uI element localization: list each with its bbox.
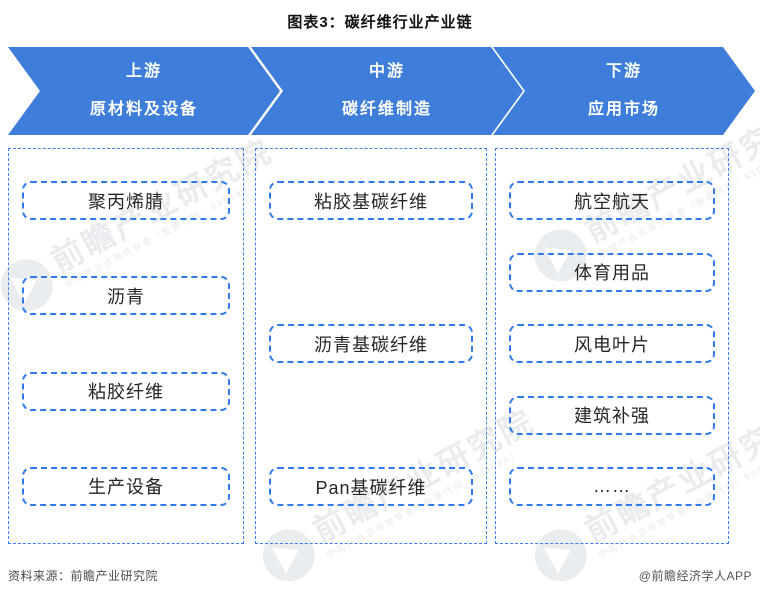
- stage-arrow-upstream: 上游 原材料及设备: [8, 47, 280, 135]
- chain-item-box: Pan基碳纤维: [269, 467, 473, 506]
- chain-item-box: 风电叶片: [509, 324, 715, 363]
- chain-item-box: 沥青基碳纤维: [269, 324, 473, 363]
- stage-column-upstream: 聚丙烯腈沥青粘胶纤维生产设备: [8, 148, 244, 544]
- source-text: 资料来源：前瞻产业研究院: [8, 569, 159, 583]
- stage-name: 上游: [125, 63, 162, 80]
- chain-item-box: 航空航天: [509, 181, 715, 220]
- stage-subtitle: 应用市场: [587, 101, 660, 118]
- chain-item-box: 建筑补强: [509, 395, 715, 435]
- chain-item-box: 粘胶纤维: [22, 371, 230, 411]
- stage-column-downstream: 航空航天体育用品风电叶片建筑补强 ……: [495, 148, 729, 544]
- stage-arrow-downstream: 下游 应用市场: [493, 47, 755, 135]
- stage-arrow-midstream: 中游 碳纤维制造: [251, 47, 523, 135]
- stage-name: 下游: [605, 63, 642, 80]
- chain-item-box: ……: [509, 467, 715, 506]
- chain-item-box: 生产设备: [22, 466, 230, 506]
- chain-item-box: 沥青: [22, 276, 230, 316]
- chain-item-box: 聚丙烯腈: [22, 181, 230, 220]
- stage-column-midstream: 粘胶基碳纤维沥青基碳纤维 Pan基碳纤维: [255, 148, 487, 544]
- stage-subtitle: 碳纤维制造: [341, 101, 432, 118]
- chain-item-box: 粘胶基碳纤维: [269, 181, 473, 220]
- chain-item-box: 体育用品: [509, 252, 715, 292]
- page-title: 图表3：碳纤维行业产业链: [287, 14, 473, 31]
- credit-text: @前瞻经济学人APP: [638, 569, 752, 583]
- stage-subtitle: 原材料及设备: [89, 101, 198, 118]
- stage-name: 中游: [368, 63, 405, 80]
